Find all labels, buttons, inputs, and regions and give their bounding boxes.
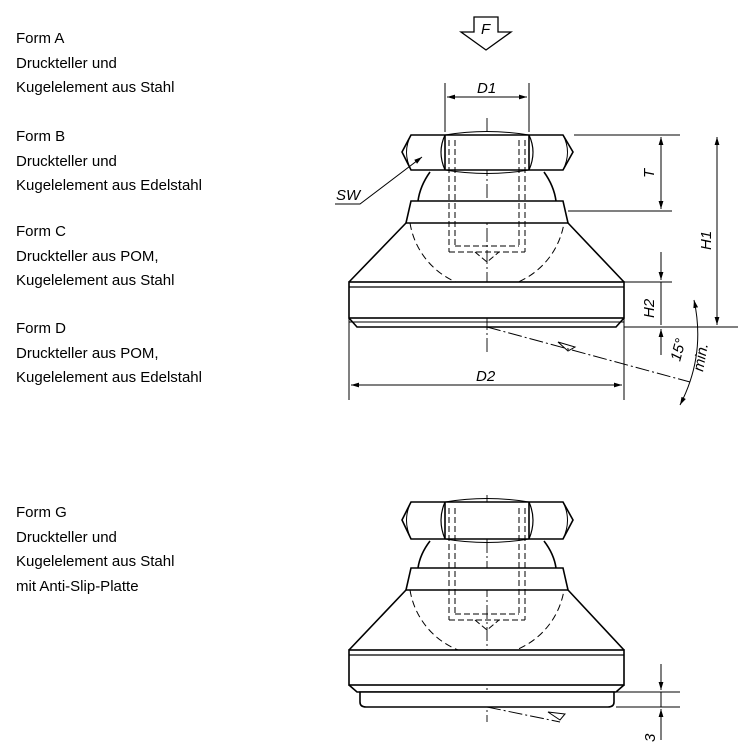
form-b-line-1: Druckteller und: [16, 152, 117, 170]
hex-nut-g: [401, 498, 574, 543]
anti-slip-plate: [359, 691, 615, 708]
ball-neck: [417, 171, 557, 202]
dimension-min-label: min.: [690, 342, 712, 373]
form-c-line-2: Kugelelement aus Stahl: [16, 272, 175, 289]
dimension-angle-label: 15°: [667, 337, 689, 363]
collar-band: [404, 200, 570, 224]
force-arrow: F: [458, 16, 514, 51]
top-levelling-foot-drawing: F: [335, 16, 738, 406]
collar-band-g: [404, 567, 570, 591]
form-d-title: Form D: [16, 320, 66, 337]
form-c-title: Form C: [16, 223, 66, 240]
form-a-description: Form A Druckteller und Kugelelement aus …: [16, 27, 174, 101]
dimension-sw-label: SW: [336, 187, 362, 204]
form-d-line-2: Kugelelement aus Edelstahl: [16, 369, 202, 386]
ball-neck-g: [417, 540, 557, 569]
dimension-h2: H2: [624, 252, 672, 355]
dimension-3-label: 3: [642, 733, 659, 742]
tilt-indication: [486, 326, 691, 383]
bottom-levelling-foot-drawing: 3: [348, 495, 680, 742]
dimension-h1: H1: [624, 137, 738, 328]
dimension-d1-label: D1: [477, 80, 496, 97]
ball-hidden-outline-g: [409, 589, 565, 657]
ball-hidden-outline: [409, 222, 565, 290]
form-a-line-1: Druckteller und: [16, 54, 117, 72]
hex-nut: [401, 131, 574, 174]
form-b-line-2: Kugelelement aus Edelstahl: [16, 177, 202, 194]
form-d-line-1: Druckteller aus POM,: [16, 344, 159, 362]
dimension-h1-label: H1: [698, 231, 715, 250]
dimension-t: T: [568, 134, 680, 212]
form-g-line-2: Kugelelement aus Stahl: [16, 553, 175, 570]
threaded-bore-hidden: [448, 140, 526, 263]
form-b-description: Form B Druckteller und Kugelelement aus …: [16, 125, 202, 199]
form-c-line-1: Druckteller aus POM,: [16, 247, 159, 265]
dimension-angle: 15° min.: [667, 299, 712, 406]
form-g-line-1: Druckteller und: [16, 528, 117, 546]
dimension-h2-label: H2: [641, 298, 658, 318]
threaded-bore-hidden-g: [448, 508, 526, 631]
form-a-title: Form A: [16, 30, 65, 47]
form-g-line-3: mit Anti-Slip-Platte: [16, 577, 139, 595]
dimension-d2: D2: [348, 286, 625, 400]
base-disc-g: [348, 649, 625, 693]
base-disc: [348, 281, 625, 328]
form-c-description: Form C Druckteller aus POM, Kugelelement…: [16, 220, 174, 294]
form-g-title: Form G: [16, 504, 67, 521]
dimension-d1: D1: [444, 80, 530, 132]
form-b-title: Form B: [16, 128, 66, 145]
conical-body-g: [348, 589, 625, 651]
conical-body: [348, 222, 625, 283]
form-d-description: Form D Druckteller aus POM, Kugelelement…: [16, 317, 202, 391]
dimension-d2-label: D2: [476, 368, 496, 385]
force-label: F: [481, 21, 491, 38]
form-g-description: Form G Druckteller und Kugelelement aus …: [16, 501, 174, 599]
dimension-anti-slip-thickness: 3: [616, 664, 680, 742]
dimension-sw: SW: [335, 156, 423, 205]
form-a-line-2: Kugelelement aus Stahl: [16, 79, 175, 96]
dimension-t-label: T: [641, 167, 658, 178]
tilt-indication-g: [486, 706, 566, 723]
